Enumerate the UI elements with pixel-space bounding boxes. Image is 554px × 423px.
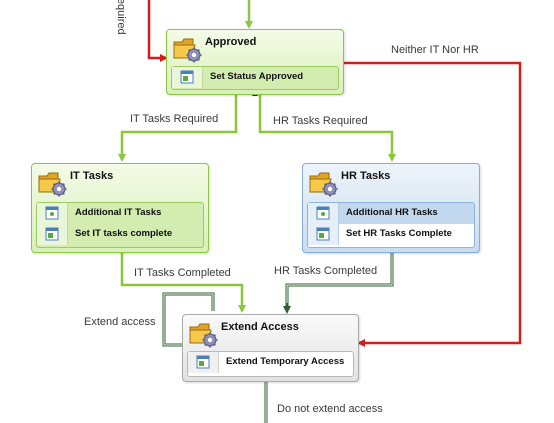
activity-set-status-approved[interactable]: Set Status Approved: [172, 67, 338, 88]
activity-icon: [316, 227, 330, 241]
state-folder-gear-icon: [38, 172, 67, 197]
label-it-completed: IT Tasks Completed: [134, 267, 231, 279]
activity-additional-it-tasks[interactable]: Additional IT Tasks: [37, 203, 203, 224]
activity-set-hr-tasks-complete[interactable]: Set HR Tasks Complete: [308, 224, 474, 245]
activity-list: Extend Temporary Access: [187, 351, 354, 377]
activity-label: Set HR Tasks Complete: [346, 228, 452, 239]
label-hr-required: HR Tasks Required: [273, 115, 368, 127]
wire-it-completed: [120, 253, 246, 313]
label-neither: Neither IT Nor HR: [391, 44, 479, 56]
state-approved[interactable]: Approved Set Status Approved: [166, 29, 344, 95]
wire-required-red: [147, 0, 168, 62]
activity-icon: [180, 70, 194, 84]
activity-extend-temporary-access[interactable]: Extend Temporary Access: [188, 352, 353, 373]
wire-it-required: [118, 95, 238, 162]
state-title: HR Tasks: [341, 170, 391, 182]
wire-hr-completed: [285, 253, 394, 311]
label-extend-access: Extend access: [84, 316, 156, 328]
state-folder-gear-icon: [309, 172, 338, 197]
activity-icon: [45, 227, 59, 241]
activity-label: Additional IT Tasks: [75, 207, 162, 218]
activity-label: Additional HR Tasks: [346, 207, 438, 218]
activity-icon: [45, 206, 59, 220]
wire-hr-required: [258, 95, 396, 162]
activity-label: Set Status Approved: [210, 71, 304, 82]
state-hr-tasks[interactable]: HR Tasks Additional HR Tasks Set HR Task…: [302, 163, 480, 253]
label-hr-completed: HR Tasks Completed: [274, 265, 378, 277]
state-title: IT Tasks: [70, 170, 114, 182]
state-it-tasks[interactable]: IT Tasks Additional IT Tasks Set IT task…: [31, 163, 209, 253]
activity-additional-hr-tasks[interactable]: Additional HR Tasks: [308, 203, 474, 224]
activity-list: Set Status Approved: [171, 66, 339, 90]
state-extend-access[interactable]: Extend Access Extend Temporary Access: [182, 314, 359, 382]
state-folder-gear-icon: [189, 323, 218, 348]
state-title: Approved: [205, 36, 257, 48]
activity-label: Set IT tasks complete: [75, 228, 173, 239]
state-folder-gear-icon: [173, 38, 202, 63]
activity-set-it-tasks-complete[interactable]: Set IT tasks complete: [37, 224, 203, 245]
activity-list: Additional IT Tasks Set IT tasks complet…: [36, 202, 204, 248]
label-it-required: IT Tasks Required: [130, 113, 219, 125]
label-required: Required: [115, 0, 127, 35]
activity-icon: [196, 355, 210, 369]
state-title: Extend Access: [221, 321, 299, 333]
wire-neither: [343, 61, 522, 347]
label-do-not-extend: Do not extend access: [277, 403, 383, 415]
activity-label: Extend Temporary Access: [226, 356, 345, 367]
activity-icon: [316, 206, 330, 220]
activity-list: Additional HR Tasks Set HR Tasks Complet…: [307, 202, 475, 248]
